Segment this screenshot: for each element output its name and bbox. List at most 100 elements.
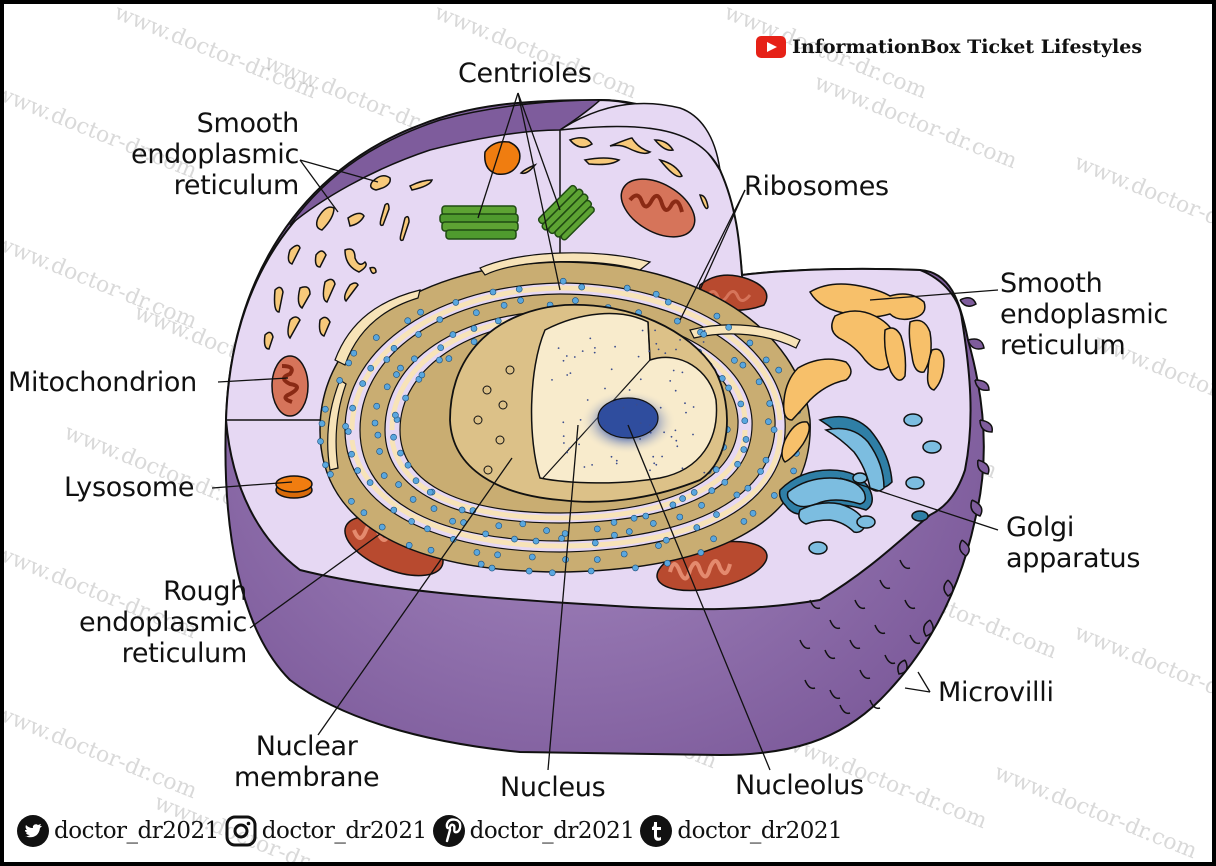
ribosome-dot: [664, 559, 671, 567]
ribosome-dot: [494, 551, 501, 559]
ribosome-dot: [411, 355, 418, 363]
ribosome-dot: [674, 317, 681, 325]
ribosome-dot: [449, 331, 457, 338]
ribosome-dot: [374, 431, 382, 439]
ribosome-dot: [359, 380, 367, 387]
ribosome-dot: [630, 514, 638, 522]
chromatin-speck: [648, 350, 651, 353]
ribosome-dot: [424, 525, 431, 533]
chromatin-speck: [659, 406, 662, 409]
chromatin-speck: [679, 339, 681, 341]
ribosome-dot: [405, 541, 413, 549]
chromatin-speck: [655, 463, 658, 466]
chromatin-speck: [674, 429, 677, 432]
chromatin-speck: [566, 374, 569, 376]
ribosome-dot: [415, 331, 422, 338]
ribosome-dot: [739, 361, 747, 369]
ribosome-dot: [742, 436, 750, 443]
ribosome-dot: [449, 517, 456, 525]
social-pinterest[interactable]: doctor_dr2021: [432, 814, 635, 848]
chromatin-speck: [681, 371, 684, 374]
label-microvilli: Microvilli: [938, 677, 1054, 708]
label-rough-er: Rough endoplasmic reticulum: [79, 576, 247, 669]
ribosome-dot: [390, 506, 398, 514]
ribosome-dot: [344, 428, 352, 435]
chromatin-speck: [649, 424, 651, 426]
ribosome-dot: [404, 317, 412, 325]
channel-name: InformationBox Ticket Lifestyles: [792, 36, 1143, 58]
label-smooth-er-left: Smooth endoplasmic reticulum: [131, 108, 299, 201]
ribosome-dot: [327, 470, 334, 478]
ribosome-dot: [559, 277, 567, 285]
ribosome-dot: [655, 542, 662, 549]
ribosome-dot: [744, 484, 752, 492]
ribosome-dot: [500, 301, 508, 309]
chromatin-speck: [563, 442, 565, 444]
ribosome-dot: [775, 366, 783, 374]
ribosome-dot: [700, 330, 708, 338]
chromatin-speck: [615, 459, 618, 462]
chromatin-speck: [657, 348, 660, 351]
chromatin-speck: [649, 469, 651, 472]
ribosome-dot: [436, 316, 444, 323]
chromatin-speck: [639, 378, 642, 381]
ribosome-dot: [593, 525, 601, 533]
ribosome-dot: [472, 309, 480, 317]
social-instagram[interactable]: doctor_dr2021: [224, 814, 427, 848]
ribosome-dot: [790, 467, 797, 475]
ribosome-dot: [408, 518, 415, 525]
social-twitter[interactable]: doctor_dr2021: [16, 814, 219, 848]
chromatin-speck: [615, 462, 618, 465]
ribosome-dot: [404, 461, 412, 469]
ribosome-dot: [593, 556, 601, 563]
tumblr-icon: [640, 815, 673, 847]
ribosome-dot: [380, 472, 388, 479]
ribosome-dot: [572, 297, 579, 304]
ribosome-dot: [417, 308, 424, 316]
pinterest-icon: [432, 815, 465, 847]
chromatin-speck: [664, 352, 667, 355]
ribosome-dot: [383, 356, 391, 363]
chromatin-speck: [562, 435, 565, 437]
ribosome-dot: [733, 491, 741, 499]
vesicle-orange: [484, 140, 521, 175]
chromatin-speck: [594, 347, 596, 349]
chromatin-speck: [639, 422, 642, 424]
diagram-frame: www.doctor-dr.com www.doctor-dr.com www.…: [4, 4, 1212, 862]
ribosome-dot: [418, 371, 426, 379]
ribosome-dot: [517, 297, 524, 304]
ribosome-dot: [342, 422, 349, 430]
chromatin-speck: [670, 435, 673, 438]
ribosome-dot: [367, 364, 375, 372]
ribosome-dot: [734, 460, 741, 468]
ribosome-dot: [488, 564, 496, 572]
chromatin-speck: [610, 455, 613, 458]
ribosome-dot: [746, 339, 754, 347]
ribosome-dot: [395, 481, 402, 488]
ribosome-dot: [397, 364, 404, 372]
ribosome-dot: [458, 506, 466, 514]
ribosome-dot: [749, 509, 757, 517]
ribosome-dot: [642, 512, 650, 520]
social-tumblr[interactable]: doctor_dr2021: [639, 814, 843, 848]
ribosome-dot: [383, 383, 391, 391]
chromatin-speck: [569, 372, 572, 374]
microvilli: [799, 559, 921, 715]
chromatin-speck: [672, 369, 675, 372]
chromatin-speck: [652, 455, 655, 458]
chromatin-speck: [604, 387, 606, 390]
leader-lines: [211, 92, 999, 771]
social-links: doctor_dr2021 doctor_dr2021 doctor_dr202…: [16, 814, 844, 848]
chromatin-speck: [676, 445, 679, 448]
chromatin-speck: [692, 433, 694, 436]
ribosome-dot: [482, 530, 489, 538]
ribosome-dot: [725, 384, 732, 392]
chromatin-speck: [703, 471, 706, 474]
ribosome-dot: [591, 539, 599, 547]
ribosome-dot: [426, 488, 434, 496]
ribosome-dot: [336, 377, 344, 384]
ribosome-dot: [721, 478, 729, 486]
chromatin-speck: [703, 329, 706, 332]
ribosome-dot: [532, 537, 540, 545]
ribosome-dot: [452, 299, 460, 306]
